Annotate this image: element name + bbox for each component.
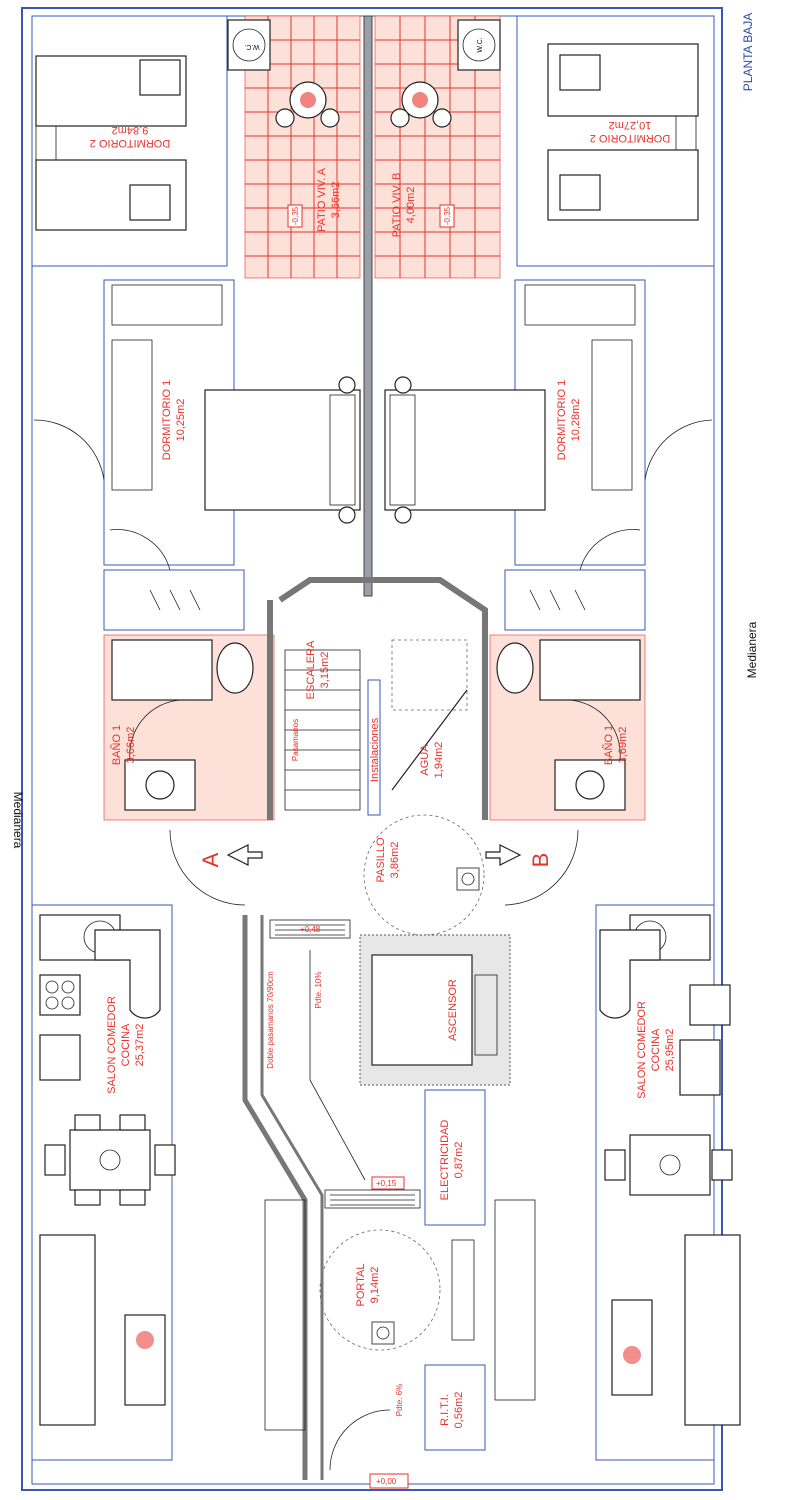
dorm1-b-name: DORMITORIO 1 (556, 380, 568, 460)
electricidad: ELECTRICIDAD 0,87m2 (424, 1089, 486, 1226)
salon-a-name: SALON COMEDOR (106, 996, 118, 1094)
pdte-entrada: Pdte. 6% (395, 1384, 404, 1416)
patio-b-area: 4,00m2 (405, 187, 417, 224)
vivienda-b-marker: B (528, 853, 553, 868)
salon-comedor-b: SALON COMEDOR COCINA 25,95m2 (595, 904, 741, 1461)
planta-baja-label: PLANTA BAJA (741, 13, 755, 91)
portal-name: PORTAL (355, 1264, 367, 1307)
wardrobe-b (504, 569, 646, 631)
rampa-pdte: Pdte. 10% (314, 972, 323, 1009)
entrada: Pdte. 6% +0,00 (329, 1384, 409, 1489)
building-outline (21, 7, 723, 1491)
patio-b-level: -0,35 (443, 206, 452, 225)
instalaciones-label: Instalaciones (369, 717, 381, 782)
escalera-core: ESCALERA 3,15m2 Instalaciones Pasamanos … (267, 577, 488, 820)
pasillo: PASILLO 3,86m2 A B (169, 814, 579, 936)
salon-b-area: 25,95m2 (664, 1029, 676, 1072)
pasamanos-escalera: Pasamanos (291, 719, 300, 761)
bed-dorm1-a (204, 376, 361, 524)
dorm1-a-name: DORMITORIO 1 (161, 380, 173, 460)
dorm1-a-area: 10,25m2 (175, 399, 187, 442)
dorm2-a-area: 9,84m2 (112, 124, 149, 136)
pasillo-name: PASILLO (375, 837, 387, 882)
dorm2-a-name: DORMITORIO 2 (90, 137, 170, 149)
door-arc-hall-a (109, 529, 171, 571)
patio-a-level: -0,35 (291, 206, 300, 225)
patio-b-name: PATIO VIV. B (391, 173, 403, 238)
ascensor: ASCENSOR (359, 934, 511, 1086)
bano-b-name: BAÑO 1 (602, 725, 615, 765)
riti-area: 0,56m2 (453, 1392, 465, 1429)
agua-area: 1,94m2 (433, 742, 445, 779)
door-arc-hall-b (579, 529, 641, 571)
bano-1-a: BAÑO 1 3,66m2 (103, 634, 275, 821)
tag-wc-a: W.C. (244, 43, 259, 50)
portal: PORTAL 9,14m2 (264, 1199, 536, 1431)
dormitorio-2-a: DORMITORIO 2 9,84m2 (31, 15, 228, 267)
bed-dorm1-b (384, 376, 546, 524)
medianera-left-label: Medianera (11, 792, 25, 849)
central-wall (363, 15, 373, 597)
bano-a-area: 3,66m2 (125, 727, 137, 764)
salon-b-name: SALON COMEDOR (636, 1001, 648, 1099)
escalera-area: 3,15m2 (319, 652, 331, 689)
doble-pasamanos: Doble pasamanos 70/90cm (266, 971, 275, 1069)
riti-name: R.I.T.I. (439, 1394, 451, 1426)
medianera-right-label: Medianera (745, 621, 759, 678)
bano-b-area: 3,69m2 (617, 727, 629, 764)
salon-b-sub: COCINA (650, 1028, 662, 1071)
nivel-015: +0,15 (376, 1179, 397, 1188)
vivienda-a-marker: A (198, 852, 223, 867)
bano-a-name: BAÑO 1 (110, 725, 123, 765)
escalera-name: ESCALERA (305, 640, 317, 699)
portal-area: 9,14m2 (369, 1267, 381, 1304)
door-arc-dorm1-a (33, 419, 105, 481)
dormitorio-2-b: DORMITORIO 2 10,27m2 (516, 15, 715, 267)
pasillo-area: 3,86m2 (389, 842, 401, 879)
tag-wc-b: W.C. (477, 37, 484, 52)
salon-comedor-a: SALON COMEDOR COCINA 25,37m2 (31, 904, 176, 1461)
riti: R.I.T.I. 0,56m2 (424, 1364, 486, 1451)
bano-1-b: BAÑO 1 3,69m2 (489, 634, 646, 821)
door-arc-dorm1-b (644, 419, 713, 481)
dorm2-b-name: DORMITORIO 2 (590, 132, 670, 144)
ascensor-label: ASCENSOR (447, 979, 459, 1041)
dorm1-b-area: 10,28m2 (570, 399, 582, 442)
nivel-048: +0,48 (300, 925, 321, 934)
nivel-000: +0,00 (376, 1477, 397, 1486)
electricidad-area: 0,87m2 (453, 1142, 465, 1179)
wardrobe-a (103, 569, 245, 631)
dorm2-b-area: 10,27m2 (609, 119, 652, 131)
salon-a-sub: COCINA (120, 1023, 132, 1066)
electricidad-name: ELECTRICIDAD (439, 1120, 451, 1201)
wc-box-a: W.C. (227, 19, 271, 71)
patio-a-name: PATIO VIV. A (316, 167, 328, 232)
patio-a-area: 3,66m2 (330, 182, 342, 219)
salon-a-area: 25,37m2 (134, 1024, 146, 1067)
agua-name: AGUA (419, 744, 431, 776)
wc-box-b: W.C. (457, 19, 501, 71)
